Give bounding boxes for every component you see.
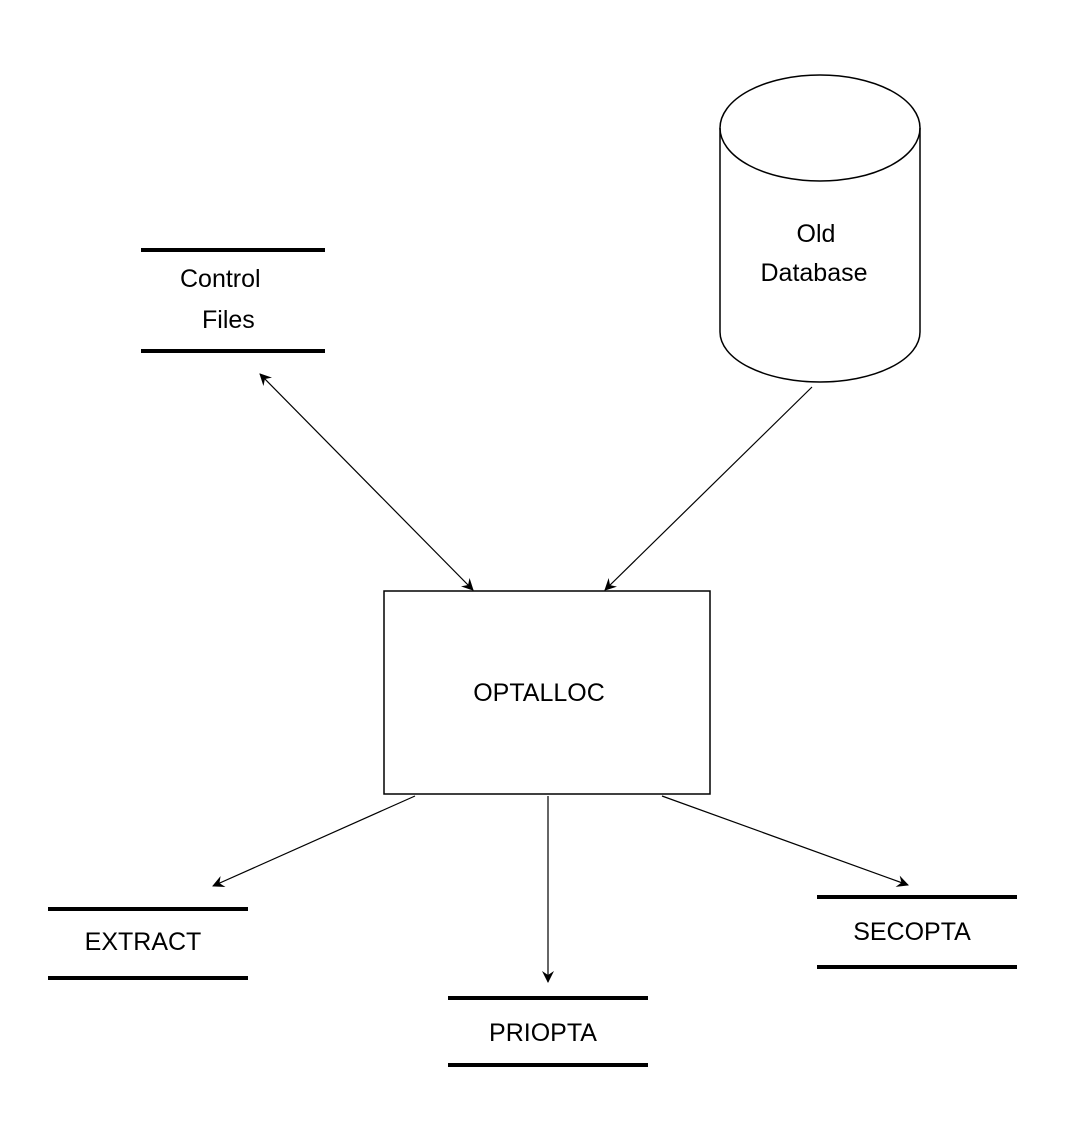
flow-optalloc-to-extract-arrow (212, 795, 416, 888)
old-database-label-line2: Database (760, 259, 867, 287)
control-files-label-line2: Files (202, 306, 255, 334)
optalloc-process: OPTALLOC (383, 590, 711, 795)
flow-optalloc-to-secopta-arrow (661, 795, 909, 887)
extract-label: EXTRACT (85, 928, 202, 956)
priopta-label: PRIOPTA (489, 1019, 597, 1047)
old-database-label-line1: Old (797, 220, 836, 248)
old-database-store: Old Database (719, 74, 921, 383)
optalloc-label: OPTALLOC (473, 679, 605, 707)
control-files-store: Control Files (141, 248, 325, 353)
flow-old-database-to-optalloc-arrow (604, 386, 813, 591)
secopta-label: SECOPTA (853, 918, 971, 946)
secopta-store: SECOPTA (817, 895, 1017, 969)
control-files-label-line1: Control (180, 265, 261, 293)
priopta-store: PRIOPTA (448, 996, 648, 1067)
flow-control-files-optalloc-arrow (259, 373, 474, 591)
extract-store: EXTRACT (48, 907, 248, 980)
